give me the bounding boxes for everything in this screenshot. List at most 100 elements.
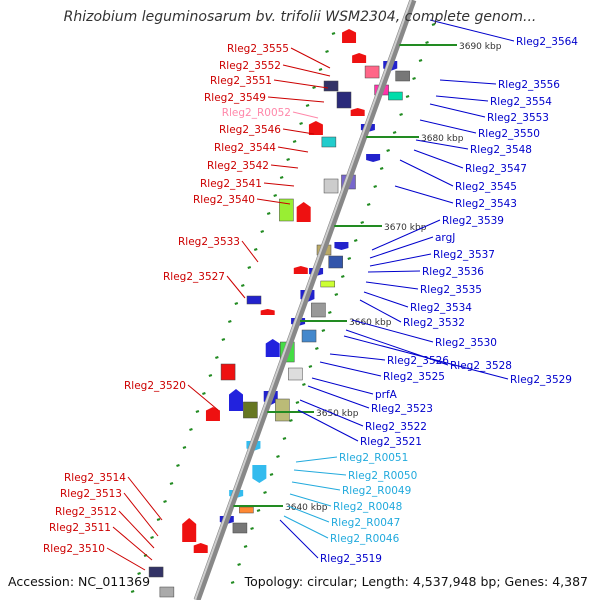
gene-label-rleg2_3512[interactable]: Rleg2_3512 xyxy=(55,506,117,518)
tick-mark xyxy=(366,202,371,207)
gene-label-rleg2_3547[interactable]: Rleg2_3547 xyxy=(465,163,527,175)
gene-label-rleg2_3530[interactable]: Rleg2_3530 xyxy=(435,337,497,349)
gene-label-rleg2_r0047[interactable]: Rleg2_R0047 xyxy=(331,517,400,529)
gene-label-rleg2_3521[interactable]: Rleg2_3521 xyxy=(360,436,422,448)
tick-mark xyxy=(256,508,261,513)
gene-label-rleg2_3513[interactable]: Rleg2_3513 xyxy=(60,488,122,500)
gene-label-rleg2_3510[interactable]: Rleg2_3510 xyxy=(43,543,105,555)
label-connector xyxy=(263,182,295,187)
tick-mark xyxy=(163,499,167,504)
gene-feature xyxy=(301,329,317,343)
gene-label-rleg2_3525[interactable]: Rleg2_3525 xyxy=(383,371,445,383)
gene-label-rleg2_r0051[interactable]: Rleg2_R0051 xyxy=(339,452,408,464)
gene-label-argj[interactable]: argJ xyxy=(435,232,455,244)
gene-label-rleg2_r0052[interactable]: Rleg2_R0052 xyxy=(222,107,291,119)
gene-feature xyxy=(350,108,365,116)
gene-feature xyxy=(334,242,349,250)
gene-label-rleg2_r0046[interactable]: Rleg2_R0046 xyxy=(330,533,400,545)
gene-feature xyxy=(159,586,175,598)
tick-mark xyxy=(263,490,267,495)
gene-label-rleg2_3537[interactable]: Rleg2_3537 xyxy=(433,249,495,261)
tick-mark xyxy=(189,427,193,432)
gene-label-rleg2_3548[interactable]: Rleg2_3548 xyxy=(470,144,532,156)
gene-label-rleg2_r0050[interactable]: Rleg2_R0050 xyxy=(348,470,417,482)
gene-label-rleg2_3546[interactable]: Rleg2_3546 xyxy=(219,124,281,136)
tick-mark xyxy=(286,157,290,162)
gene-label-rleg2_3564[interactable]: Rleg2_3564 xyxy=(516,36,578,48)
gene-label-rleg2_3553[interactable]: Rleg2_3553 xyxy=(487,112,549,124)
gene-label-prfa[interactable]: prfA xyxy=(375,389,398,401)
tick-mark xyxy=(269,472,274,477)
tick-mark xyxy=(202,391,206,396)
tick-mark xyxy=(282,436,287,441)
tick-mark xyxy=(289,418,293,423)
gene-label-rleg2_3528[interactable]: Rleg2_3528 xyxy=(450,360,512,372)
gene-label-rleg2_3535[interactable]: Rleg2_3535 xyxy=(420,284,482,296)
label-connector xyxy=(123,492,159,537)
tick-mark xyxy=(312,85,316,90)
gene-label-rleg2_3542[interactable]: Rleg2_3542 xyxy=(207,160,269,172)
label-connector xyxy=(226,275,246,299)
tick-mark xyxy=(405,94,410,99)
label-connector xyxy=(359,299,402,323)
gene-label-rleg2_3539[interactable]: Rleg2_3539 xyxy=(442,215,504,227)
gene-label-rleg2_3543[interactable]: Rleg2_3543 xyxy=(455,198,517,210)
tick-mark xyxy=(230,580,235,585)
tick-mark xyxy=(340,274,345,279)
gene-label-rleg2_3544[interactable]: Rleg2_3544 xyxy=(214,142,276,154)
gene-feature xyxy=(328,255,343,269)
gene-label-rleg2_3519[interactable]: Rleg2_3519 xyxy=(320,553,382,565)
gene-feature xyxy=(229,389,243,411)
gene-label-rleg2_3536[interactable]: Rleg2_3536 xyxy=(422,266,484,278)
tick-mark xyxy=(305,103,310,108)
gene-label-rleg2_3550[interactable]: Rleg2_3550 xyxy=(478,128,540,140)
scale-label: 3670 kbp xyxy=(384,223,427,233)
label-connector xyxy=(363,291,409,308)
gene-feature xyxy=(364,65,380,79)
tick-mark xyxy=(353,238,358,243)
tick-mark xyxy=(169,481,174,486)
gene-label-rleg2_3526[interactable]: Rleg2_3526 xyxy=(387,355,449,367)
tick-mark xyxy=(321,328,326,333)
gene-label-rleg2_3541[interactable]: Rleg2_3541 xyxy=(200,178,262,190)
tick-mark xyxy=(215,355,219,360)
tick-mark xyxy=(227,319,232,324)
gene-label-rleg2_3549[interactable]: Rleg2_3549 xyxy=(204,92,266,104)
gene-label-rleg2_3523[interactable]: Rleg2_3523 xyxy=(371,403,433,415)
label-connector xyxy=(365,281,419,290)
tick-mark xyxy=(412,76,416,81)
label-connector xyxy=(282,64,331,77)
tick-mark xyxy=(130,589,135,594)
gene-feature xyxy=(342,29,357,43)
gene-label-rleg2_3554[interactable]: Rleg2_3554 xyxy=(490,96,552,108)
tick-mark xyxy=(334,292,339,297)
label-connector xyxy=(435,95,489,102)
gene-label-rleg2_3514[interactable]: Rleg2_3514 xyxy=(64,472,126,484)
label-connector xyxy=(419,119,477,134)
gene-label-rleg2_3533[interactable]: Rleg2_3533 xyxy=(178,236,240,248)
gene-label-rleg2_3552[interactable]: Rleg2_3552 xyxy=(219,60,281,72)
gene-label-rleg2_r0049[interactable]: Rleg2_R0049 xyxy=(342,485,411,497)
gene-label-rleg2_3520[interactable]: Rleg2_3520 xyxy=(124,380,186,392)
tick-mark xyxy=(156,517,161,522)
gene-label-rleg2_3529[interactable]: Rleg2_3529 xyxy=(510,374,572,386)
gene-label-rleg2_3511[interactable]: Rleg2_3511 xyxy=(49,522,111,534)
gene-feature xyxy=(395,70,410,82)
gene-feature xyxy=(275,398,290,422)
tick-mark xyxy=(360,220,365,225)
label-connector xyxy=(112,526,153,561)
tick-mark xyxy=(399,112,403,117)
gene-label-rleg2_3527[interactable]: Rleg2_3527 xyxy=(163,271,225,283)
gene-label-rleg2_3545[interactable]: Rleg2_3545 xyxy=(455,181,517,193)
gene-label-rleg2_3555[interactable]: Rleg2_3555 xyxy=(227,43,289,55)
gene-feature xyxy=(366,154,381,162)
gene-label-rleg2_3534[interactable]: Rleg2_3534 xyxy=(410,302,472,314)
gene-label-rleg2_3522[interactable]: Rleg2_3522 xyxy=(365,421,427,433)
gene-label-rleg2_3532[interactable]: Rleg2_3532 xyxy=(403,317,465,329)
gene-label-rleg2_r0048[interactable]: Rleg2_R0048 xyxy=(333,501,402,513)
gene-label-rleg2_3540[interactable]: Rleg2_3540 xyxy=(193,194,255,206)
gene-feature xyxy=(279,198,294,222)
gene-label-rleg2_3551[interactable]: Rleg2_3551 xyxy=(210,75,272,87)
label-connector xyxy=(343,335,509,380)
gene-label-rleg2_3556[interactable]: Rleg2_3556 xyxy=(498,79,560,91)
